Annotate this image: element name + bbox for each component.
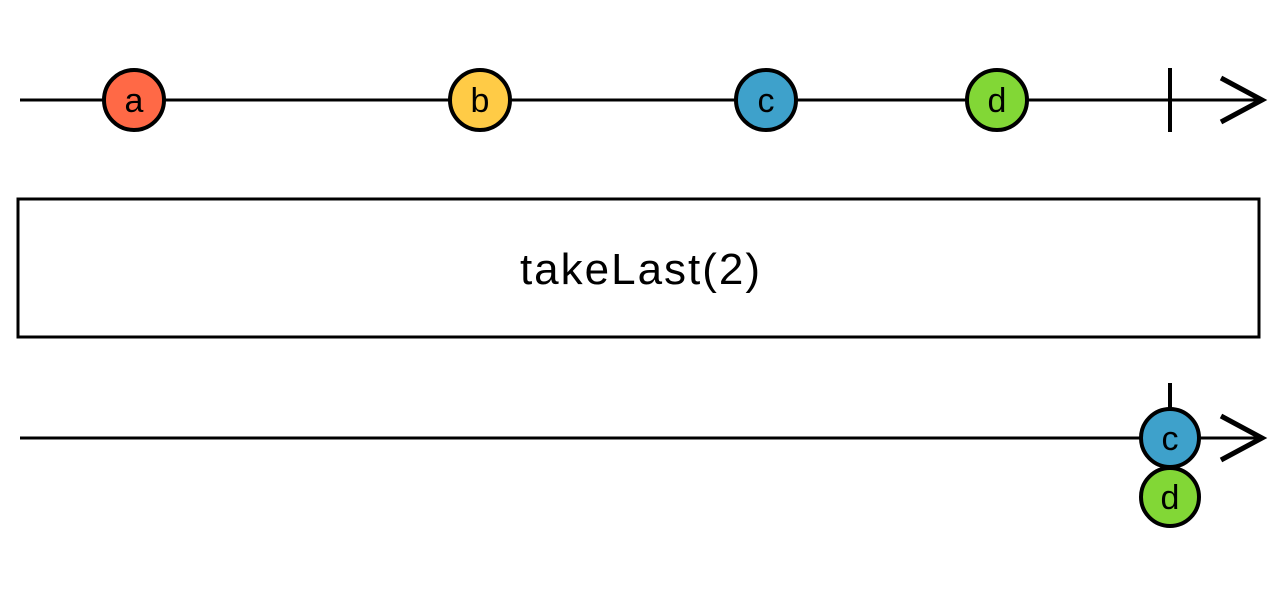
operator-box: takeLast(2) [16, 197, 1261, 339]
input-stream: a b c d [20, 68, 1268, 132]
marble-b[interactable]: b [448, 68, 512, 132]
marble-b-circle[interactable] [448, 68, 512, 132]
marble-d-label: d [988, 82, 1007, 120]
marble-a[interactable]: a [102, 68, 166, 132]
output-timeline-arrowhead-icon [1219, 413, 1268, 463]
marble-c: c [1139, 407, 1201, 469]
marble-a-label: a [125, 82, 144, 120]
marble-d-circle [1139, 466, 1201, 528]
marble-d-label: d [1161, 479, 1180, 517]
marble-d: d [1139, 466, 1201, 528]
operator-rect [16, 197, 1261, 339]
marble-c-label: c [758, 82, 775, 120]
marble-c-label: c [1162, 420, 1179, 458]
marble-c-circle[interactable] [734, 68, 798, 132]
marble-d-circle[interactable] [965, 68, 1029, 132]
marble-c[interactable]: c [734, 68, 798, 132]
output-marbles-group: cd [1139, 407, 1201, 528]
marble-b-label: b [471, 82, 490, 120]
input-marbles-group: a b c d [102, 68, 1029, 132]
marble-d[interactable]: d [965, 68, 1029, 132]
operator-label: takeLast(2) [520, 245, 762, 294]
output-stream: cd [20, 383, 1268, 528]
marble-a-circle[interactable] [102, 68, 166, 132]
input-timeline-arrowhead-icon [1219, 75, 1268, 125]
